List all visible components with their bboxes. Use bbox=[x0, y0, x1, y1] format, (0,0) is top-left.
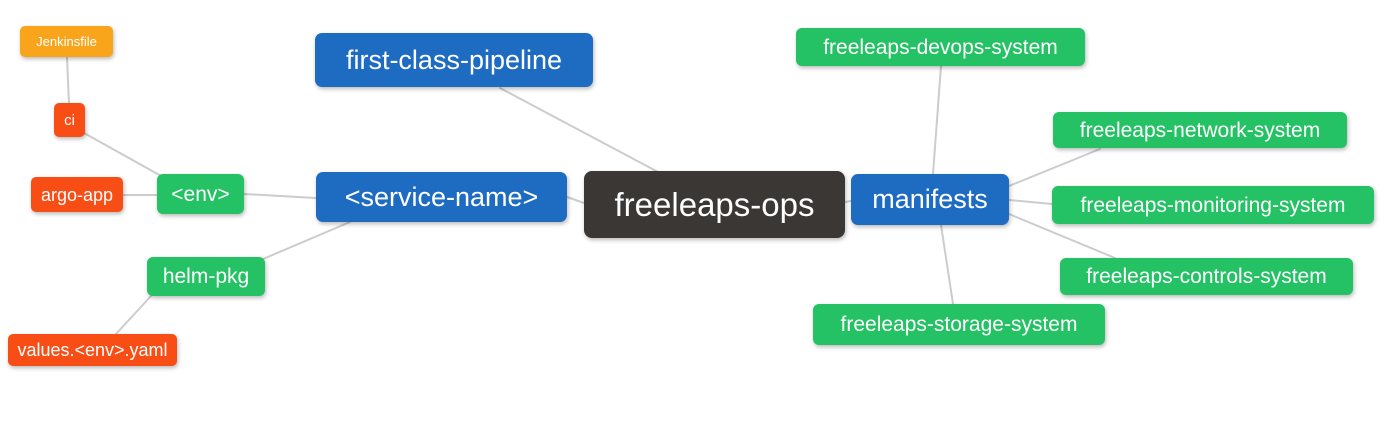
edge-service-name-root bbox=[566, 196, 585, 204]
node-first-class-pipeline[interactable]: first-class-pipeline bbox=[315, 33, 593, 87]
edge-env-service-name bbox=[243, 193, 317, 199]
edge-manifests-monitoring bbox=[1008, 199, 1053, 205]
node-freeleaps-devops-system[interactable]: freeleaps-devops-system bbox=[796, 28, 1085, 66]
edge-manifests-devops bbox=[932, 65, 942, 175]
node-freeleaps-storage-system[interactable]: freeleaps-storage-system bbox=[813, 304, 1105, 345]
edge-values-helm-pkg bbox=[115, 295, 152, 335]
edge-helm-pkg-service-name bbox=[262, 221, 351, 260]
edge-jenkinsfile-ci bbox=[66, 56, 70, 105]
node-argo-app[interactable]: argo-app bbox=[31, 177, 123, 212]
edge-manifests-storage bbox=[940, 224, 954, 305]
node-values-env-yaml[interactable]: values.<env>.yaml bbox=[8, 334, 177, 366]
node-freeleaps-monitoring-system[interactable]: freeleaps-monitoring-system bbox=[1052, 186, 1374, 224]
node-freeleaps-controls-system[interactable]: freeleaps-controls-system bbox=[1060, 258, 1353, 295]
node-freeleaps-network-system[interactable]: freeleaps-network-system bbox=[1053, 112, 1347, 148]
node-env[interactable]: <env> bbox=[157, 174, 244, 214]
node-jenkinsfile[interactable]: Jenkinsfile bbox=[20, 26, 113, 57]
edge-manifests-controls bbox=[1008, 213, 1116, 259]
node-freeleaps-ops-root[interactable]: freeleaps-ops bbox=[584, 171, 845, 238]
edge-pipeline-root bbox=[499, 87, 659, 173]
node-service-name[interactable]: <service-name> bbox=[316, 172, 567, 222]
node-helm-pkg[interactable]: helm-pkg bbox=[147, 257, 265, 296]
edge-manifests-network bbox=[1008, 148, 1101, 187]
edge-root-manifests bbox=[844, 200, 852, 203]
edge-ci-env bbox=[83, 132, 164, 178]
node-ci[interactable]: ci bbox=[54, 103, 85, 137]
node-manifests[interactable]: manifests bbox=[851, 174, 1009, 225]
